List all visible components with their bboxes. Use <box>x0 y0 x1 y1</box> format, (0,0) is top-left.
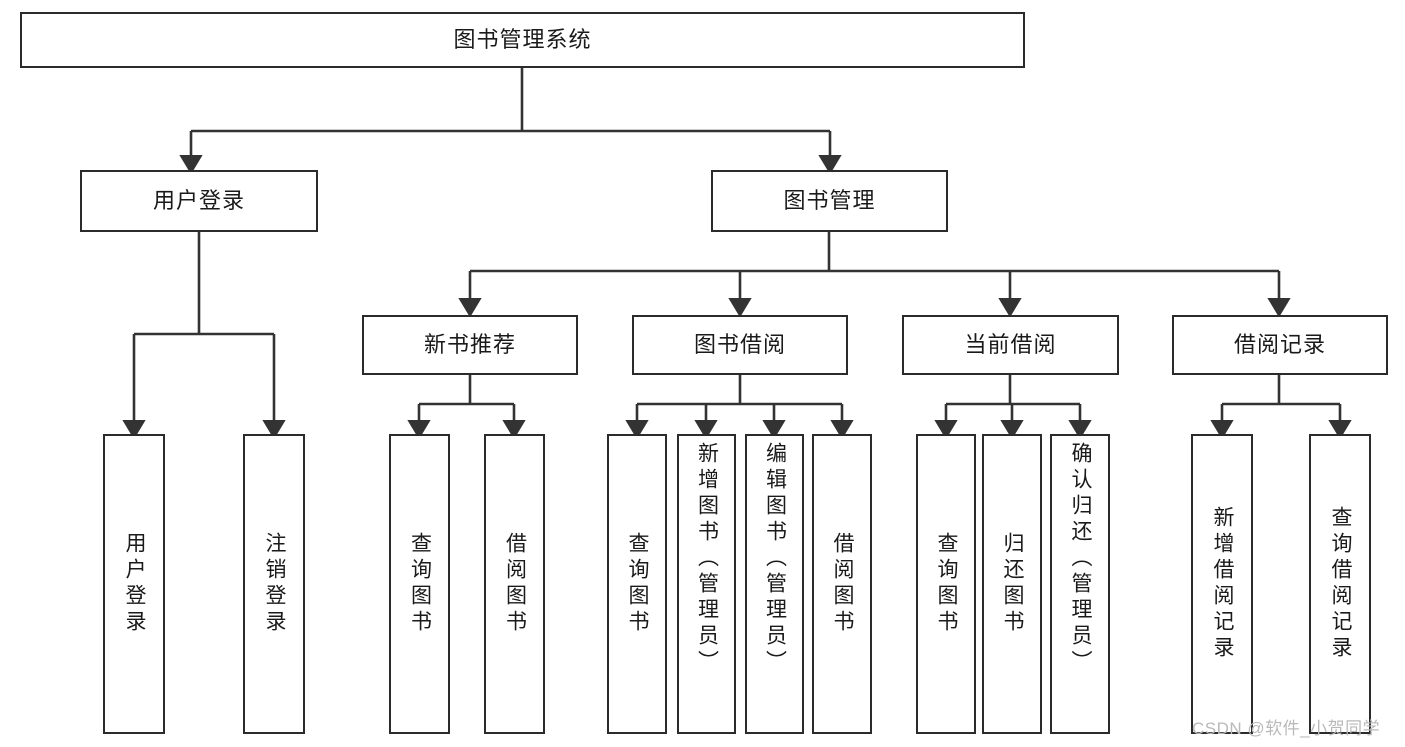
leaf-query-book-2[interactable]: 查询图书 <box>607 434 667 734</box>
leaf-confirm-return-label: 确认归还（管理员） <box>1069 442 1093 676</box>
leaf-borrow-book-2-label: 借阅图书 <box>831 532 855 636</box>
node-book-borrow-label: 图书借阅 <box>693 331 786 357</box>
leaf-query-record-label: 查询借阅记录 <box>1329 506 1353 662</box>
leaf-query-book-1-label: 查询图书 <box>408 532 432 636</box>
leaf-edit-book-label: 编辑图书（管理员） <box>763 442 787 676</box>
leaf-add-record-label: 新增借阅记录 <box>1211 506 1235 662</box>
leaf-edit-book[interactable]: 编辑图书（管理员） <box>745 434 804 734</box>
node-user-login-label: 用户登录 <box>152 187 245 213</box>
node-borrow-record-label: 借阅记录 <box>1233 331 1326 357</box>
leaf-query-book-3-label: 查询图书 <box>935 532 959 636</box>
node-user-login[interactable]: 用户登录 <box>80 170 318 232</box>
leaf-add-book[interactable]: 新增图书（管理员） <box>677 434 736 734</box>
node-current-borrow[interactable]: 当前借阅 <box>902 315 1119 375</box>
leaf-borrow-book-2[interactable]: 借阅图书 <box>812 434 872 734</box>
node-current-borrow-label: 当前借阅 <box>964 331 1057 357</box>
csdn-watermark: CSDN @软件_小贺同学 <box>1192 719 1381 738</box>
node-book-management[interactable]: 图书管理 <box>711 170 948 232</box>
leaf-logout-label: 注销登录 <box>263 532 287 636</box>
node-root-label: 图书管理系统 <box>453 26 592 52</box>
leaf-query-book-2-label: 查询图书 <box>626 532 650 636</box>
leaf-add-book-label: 新增图书（管理员） <box>695 442 719 676</box>
node-new-book-recommend-label: 新书推荐 <box>423 331 516 357</box>
node-new-book-recommend[interactable]: 新书推荐 <box>362 315 578 375</box>
node-root-system[interactable]: 图书管理系统 <box>20 12 1025 68</box>
leaf-query-record[interactable]: 查询借阅记录 <box>1309 434 1371 734</box>
leaf-user-login[interactable]: 用户登录 <box>103 434 165 734</box>
leaf-borrow-book-1[interactable]: 借阅图书 <box>484 434 545 734</box>
leaf-user-login-label: 用户登录 <box>123 532 147 636</box>
node-book-management-label: 图书管理 <box>783 187 876 213</box>
node-borrow-record[interactable]: 借阅记录 <box>1172 315 1388 375</box>
node-book-borrow[interactable]: 图书借阅 <box>632 315 848 375</box>
leaf-return-book-label: 归还图书 <box>1001 532 1025 636</box>
leaf-borrow-book-1-label: 借阅图书 <box>503 532 527 636</box>
leaf-query-book-1[interactable]: 查询图书 <box>389 434 450 734</box>
leaf-confirm-return[interactable]: 确认归还（管理员） <box>1050 434 1110 734</box>
leaf-add-record[interactable]: 新增借阅记录 <box>1191 434 1253 734</box>
leaf-logout[interactable]: 注销登录 <box>243 434 305 734</box>
leaf-query-book-3[interactable]: 查询图书 <box>916 434 976 734</box>
leaf-return-book[interactable]: 归还图书 <box>982 434 1042 734</box>
